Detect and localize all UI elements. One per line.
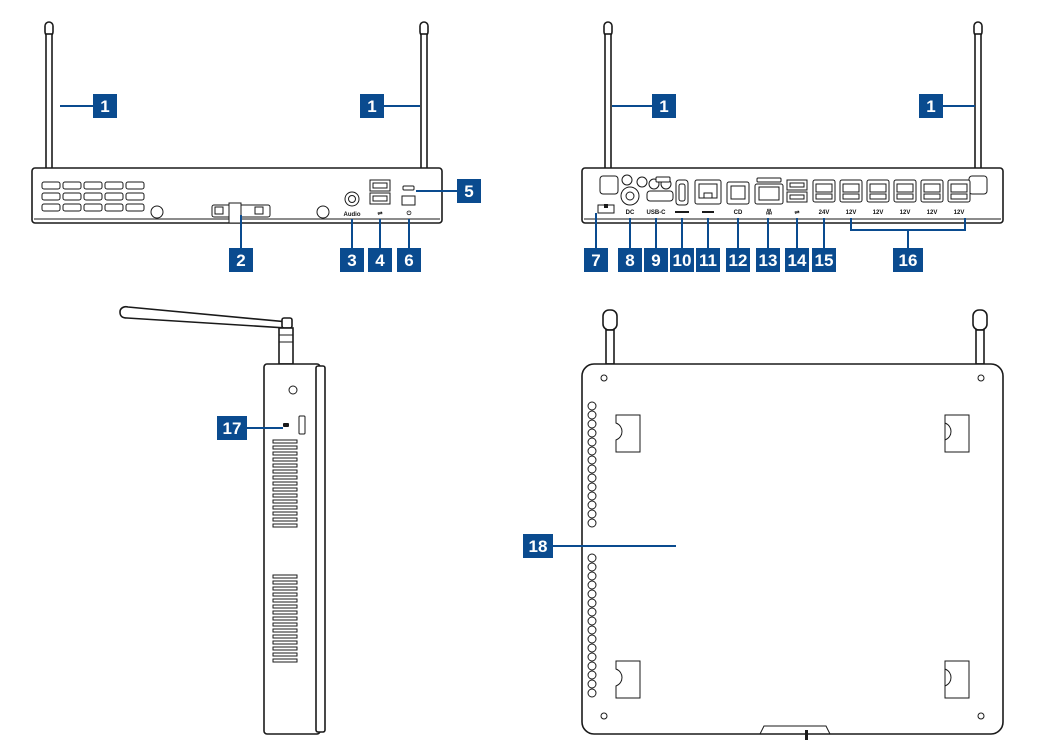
- usb-icon-rear: ⇌: [794, 208, 799, 216]
- hdmi-label-mark: [675, 211, 689, 213]
- svg-text:11: 11: [699, 251, 717, 270]
- usbc-cluster: [621, 174, 674, 202]
- svg-text:1: 1: [659, 97, 668, 116]
- bottom-edge-notch: [759, 725, 831, 740]
- callout-1-front-left: 1: [93, 94, 117, 118]
- rear-usb-ports: [786, 179, 808, 203]
- side-screw: [288, 385, 298, 395]
- usbc-label: USB-C: [647, 210, 667, 216]
- svg-text:5: 5: [464, 182, 473, 201]
- antenna-left-front: [44, 21, 54, 170]
- v12-label-5: 12V: [954, 210, 965, 216]
- cd-label: CD: [734, 210, 743, 216]
- kensington-lock: [597, 204, 615, 214]
- front-led: [402, 185, 415, 191]
- dc-label: DC: [626, 210, 635, 216]
- rj11-port: [726, 181, 750, 205]
- power-24v-port: [812, 179, 836, 203]
- usb-icon-front: ⇌: [377, 209, 382, 217]
- callout-16: 16: [893, 248, 923, 272]
- svg-text:14: 14: [788, 251, 807, 270]
- front-screw-right: [316, 205, 330, 219]
- callout-2: 2: [229, 248, 253, 272]
- callout-15: 15: [812, 248, 836, 272]
- callout-1-rear-left: 1: [652, 94, 676, 118]
- svg-text:16: 16: [899, 251, 918, 270]
- rj45-port-a: [694, 179, 722, 205]
- side-vent-upper: [272, 439, 298, 528]
- svg-text:17: 17: [223, 419, 242, 438]
- dc-jack: [620, 186, 640, 206]
- svg-text:1: 1: [100, 97, 109, 116]
- ethernet-label-mark: [702, 211, 714, 213]
- antenna-folded-side: [119, 305, 294, 365]
- v12-label-3: 12V: [900, 210, 911, 216]
- side-chassis: [263, 363, 321, 735]
- callout-14: 14: [785, 248, 809, 272]
- svg-text:4: 4: [375, 251, 385, 270]
- callout-17: 17: [217, 416, 247, 440]
- svg-text:18: 18: [529, 537, 548, 556]
- callout-12: 12: [726, 248, 750, 272]
- callout-9: 9: [644, 248, 668, 272]
- front-view: Audio ⇌ ⏻ 1 1 2 3 4 5 6: [31, 21, 481, 272]
- front-power-button: [401, 195, 416, 206]
- svg-text:6: 6: [404, 251, 413, 270]
- bottom-view: 18: [523, 309, 1004, 740]
- callout-8: 8: [618, 248, 642, 272]
- rear-view: DC USB-C CD 品 ⇌ 24V 12V 12V 12V 12V 12V …: [581, 21, 1004, 272]
- svg-text:13: 13: [759, 251, 778, 270]
- v24-label: 24V: [819, 210, 830, 216]
- bottom-vent-column-upper: [587, 401, 597, 528]
- callout-4: 4: [368, 248, 392, 272]
- front-vent-grid: [41, 181, 145, 212]
- antenna-stub-left-bottom: [602, 309, 618, 365]
- side-sd-slot: [283, 415, 306, 435]
- svg-text:8: 8: [625, 251, 634, 270]
- bottom-chassis: [581, 363, 1004, 735]
- callout-11: 11: [696, 248, 720, 272]
- svg-text:12: 12: [729, 251, 748, 270]
- svg-text:9: 9: [651, 251, 660, 270]
- callout-13: 13: [756, 248, 780, 272]
- antenna-right-front: [419, 21, 429, 170]
- power-icon-front: ⏻: [407, 210, 412, 217]
- callout-3: 3: [340, 248, 364, 272]
- callout-1-rear-right: 1: [919, 94, 943, 118]
- antenna-left-rear: [603, 21, 613, 195]
- bottom-vent-column-lower: [587, 553, 597, 698]
- callout-6: 6: [397, 248, 421, 272]
- svg-text:3: 3: [347, 251, 356, 270]
- svg-text:1: 1: [367, 97, 376, 116]
- audio-label: Audio: [344, 212, 361, 218]
- callout-7: 7: [584, 248, 608, 272]
- svg-text:15: 15: [815, 251, 834, 270]
- front-screw-left: [150, 205, 164, 219]
- v12-label-1: 12V: [846, 210, 857, 216]
- hdmi-port: [675, 179, 689, 206]
- side-vent-lower: [272, 574, 298, 663]
- callout-1-front-right: 1: [360, 94, 384, 118]
- front-audio-jack: [344, 191, 360, 207]
- svg-text:7: 7: [591, 251, 600, 270]
- v12-label-2: 12V: [873, 210, 884, 216]
- svg-text:1: 1: [926, 97, 935, 116]
- front-usb-ports: [369, 179, 391, 205]
- callout-18: 18: [523, 534, 553, 558]
- v12-label-4: 12V: [927, 210, 938, 216]
- antenna-stub-right-bottom: [972, 309, 988, 365]
- svg-text:2: 2: [236, 251, 245, 270]
- power-12v-ports: [839, 179, 971, 203]
- bottom-rubber-feet: [615, 414, 970, 699]
- svg-text:10: 10: [673, 251, 692, 270]
- lan-icon: 品: [766, 208, 772, 216]
- side-view: 17: [119, 305, 326, 735]
- callout-10: 10: [670, 248, 694, 272]
- callout-5: 5: [457, 179, 481, 203]
- rj45-port-lan: [754, 183, 784, 205]
